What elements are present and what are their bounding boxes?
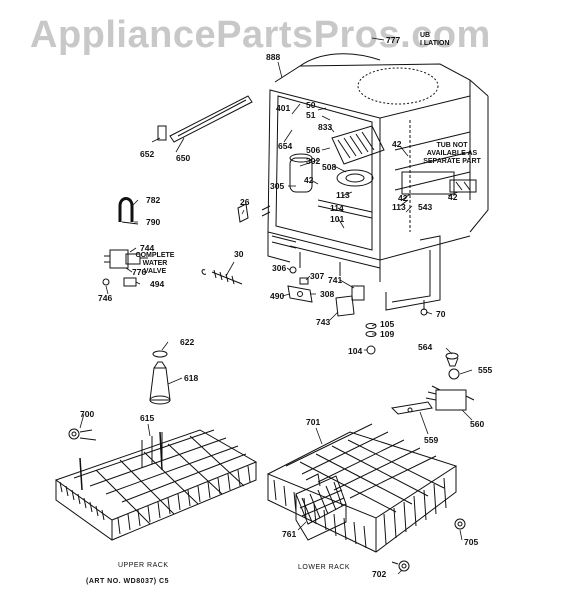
left-parts-drawing (103, 96, 252, 286)
tub-drawing (262, 54, 488, 310)
part-label: 42 (392, 139, 402, 149)
tub-not-available-note: TUB NOT AVAILABLE AS SEPARATE PART (418, 142, 486, 166)
part-label: 743 (316, 317, 331, 327)
part-label: 113 (392, 202, 406, 212)
part-label: 308 (320, 289, 335, 299)
part-label: 42 (448, 192, 458, 202)
complete-water-valve-note: COMPLETE WATER VALVE (134, 252, 176, 276)
part-label: 50 (306, 100, 316, 110)
note-line: TUB NOT (436, 142, 468, 149)
part-label: 508 (322, 162, 337, 172)
note-line: SEPARATE PART (423, 158, 481, 165)
part-label: 506 (306, 145, 321, 155)
part-label: 302 (306, 156, 321, 166)
part-label: 42 (304, 175, 314, 185)
part-label: 705 (464, 537, 479, 547)
note-line: WATER (142, 260, 168, 267)
lower-rack-caption: LOWER RACK (298, 564, 351, 571)
part-label: 652 (140, 149, 155, 159)
right-parts-drawing (392, 353, 474, 414)
part-label: 777 (386, 35, 401, 45)
part-label: 701 (306, 417, 321, 427)
part-label: 306 (272, 263, 287, 273)
watermark: AppliancePartsPros.com (30, 14, 491, 56)
part-label: 618 (184, 373, 199, 383)
part-label: 101 (330, 214, 345, 224)
part-label: 746 (98, 293, 113, 303)
part-label: 490 (270, 291, 285, 301)
part-label: 888 (266, 52, 281, 62)
part-label: 741 (328, 275, 343, 285)
upper-rack-drawing (56, 430, 256, 540)
lower-rack-drawing (268, 424, 456, 552)
part-label: 622 (180, 337, 195, 347)
part-label: 30 (234, 249, 244, 259)
part-label: 42 (398, 193, 408, 203)
part-label: 113 (336, 190, 350, 200)
part-label: 761 (282, 529, 297, 539)
part-label: 114 (330, 203, 344, 213)
note-line: COMPLETE (135, 252, 175, 259)
part-label: 650 (176, 153, 191, 163)
part-label: 790 (146, 217, 161, 227)
part-label: 105 (380, 319, 395, 329)
lower-tub-parts-drawing (288, 267, 427, 354)
part-label: 70 (436, 309, 446, 319)
part-label: 401 (276, 103, 291, 113)
part-label: 555 (478, 365, 493, 375)
part-label: 109 (380, 329, 395, 339)
part-label: 744 (140, 243, 155, 253)
wheels-drawing (69, 429, 465, 571)
tub-insulation-note: UB I LATION (420, 32, 480, 48)
part-label: 494 (150, 279, 165, 289)
part-label: 104 (348, 346, 363, 356)
part-label: 559 (424, 435, 439, 445)
art-number-caption: (ART NO. WD8037) C5 (86, 578, 170, 585)
part-label: 305 (270, 181, 285, 191)
part-label: 702 (372, 569, 387, 579)
part-label: 564 (418, 342, 433, 352)
note-line: VALVE (143, 268, 167, 275)
leader-lines (80, 38, 472, 574)
part-label: 700 (80, 409, 95, 419)
part-label: 833 (318, 122, 333, 132)
note-line: UB (420, 32, 431, 39)
part-label: 560 (470, 419, 485, 429)
part-label: 307 (310, 271, 325, 281)
part-label: 782 (146, 195, 161, 205)
part-label: 26 (240, 197, 250, 207)
upper-rack-caption: UPPER RACK (118, 562, 169, 569)
part-label: 615 (140, 413, 155, 423)
part-label: 543 (418, 202, 433, 212)
note-line: AVAILABLE AS (426, 150, 478, 157)
spray-tube-drawing (150, 351, 170, 404)
part-label: 776 (132, 267, 147, 277)
note-line: I LATION (420, 40, 450, 47)
part-label: 51 (306, 110, 316, 120)
part-label: 654 (278, 141, 293, 151)
